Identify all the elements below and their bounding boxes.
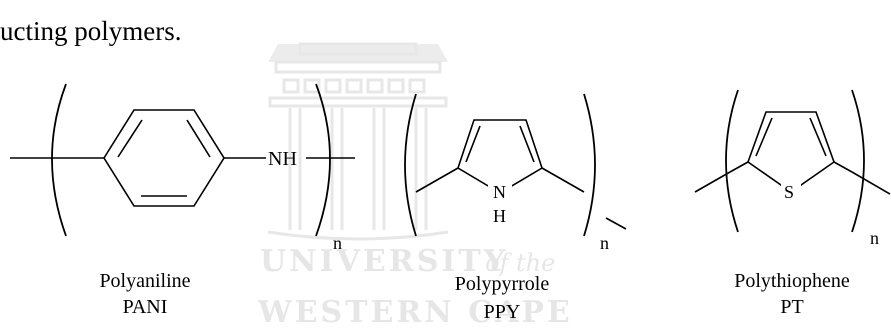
pani-name: Polyaniline: [99, 270, 190, 292]
ppy-h-atom: H: [493, 206, 506, 226]
polythiophene-structure: S n: [694, 89, 891, 248]
ppy-right-paren: [583, 93, 596, 237]
ppy-subscript: n: [600, 233, 609, 253]
pani-subscript: n: [333, 233, 342, 253]
pani-right-paren: [315, 83, 331, 237]
pt-subscript: n: [870, 228, 879, 248]
pt-abbr: PT: [780, 296, 803, 318]
pani-benzene-ring: [103, 109, 225, 207]
caption-text: ucting polymers.: [0, 16, 182, 46]
university-seal-watermark: [267, 42, 449, 241]
pt-name: Polythiophene: [734, 270, 850, 292]
ppy-abbr: PPY: [484, 301, 521, 323]
pt-left-paren: [725, 89, 739, 233]
pani-nh-atom: NH: [268, 148, 297, 170]
ppy-left-paren: [404, 93, 417, 237]
watermark-line1: UNIVERSITY: [260, 244, 508, 279]
ppy-n-atom: N: [493, 182, 506, 202]
pt-s-atom: S: [784, 182, 794, 202]
pani-abbr: PANI: [123, 296, 168, 318]
polyaniline-structure: NH n: [10, 83, 355, 253]
watermark-line2: WESTERN CAPE: [257, 295, 573, 330]
pani-left-paren: [51, 83, 67, 237]
polypyrrole-structure: N H n: [404, 93, 627, 253]
ppy-name: Polypyrrole: [455, 273, 550, 295]
pt-right-paren: [851, 89, 865, 233]
watermark-line1-suffix: of the: [485, 249, 555, 277]
